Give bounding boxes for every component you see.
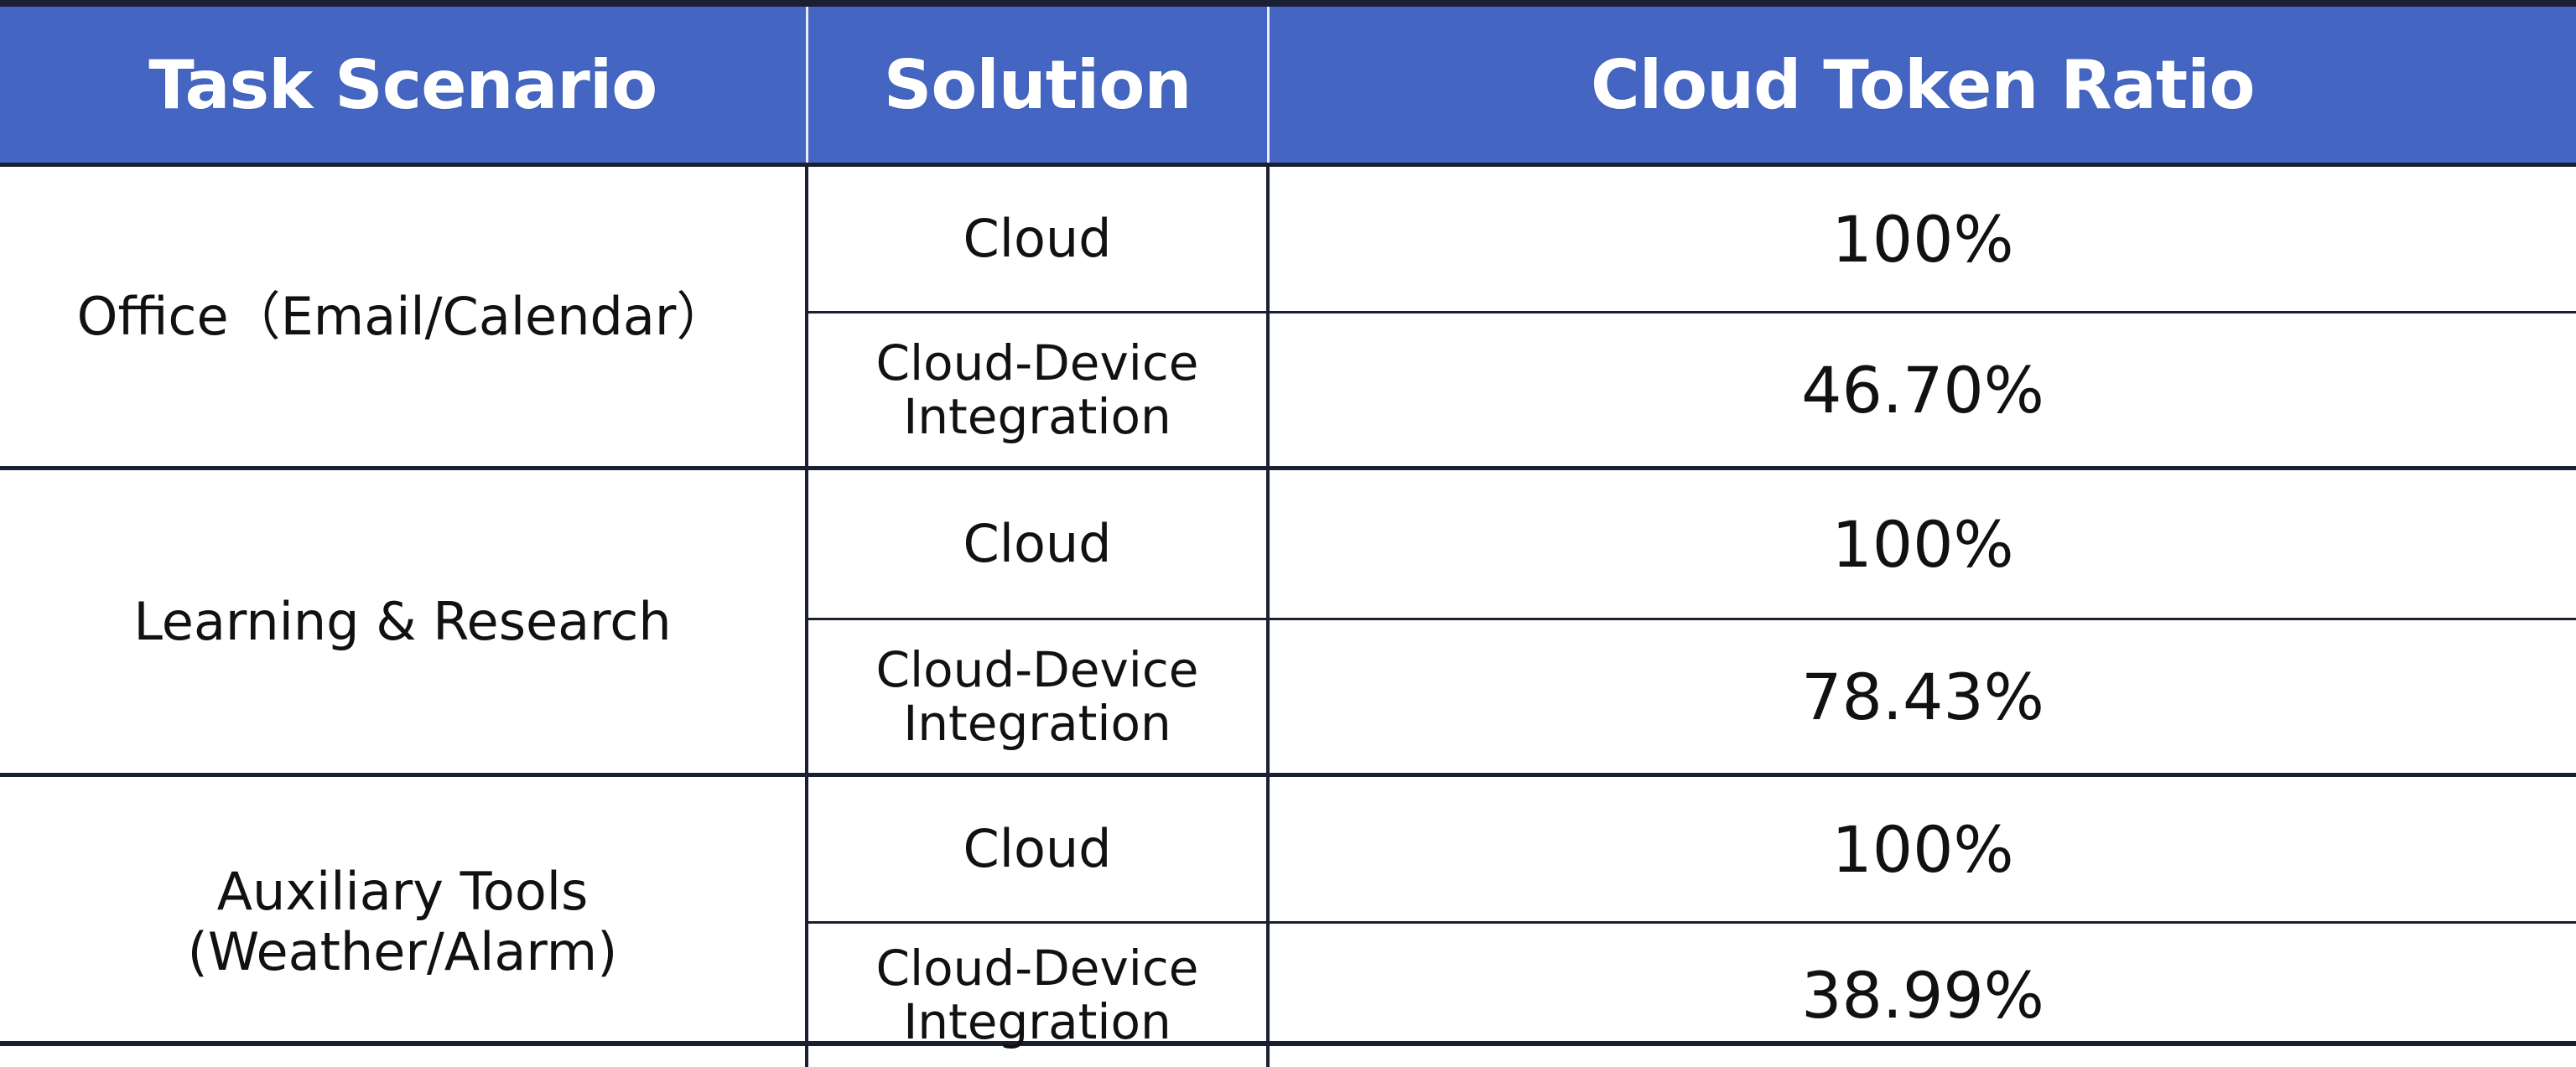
cell-cloud-token-ratio: 100% (1266, 164, 2576, 313)
solution-text: Cloud (963, 818, 1112, 879)
table-row: Office（Email/Calendar） Cloud 100% (0, 164, 2576, 470)
scenario-text: Learning & Research (133, 590, 672, 652)
solution-text: Integration (903, 993, 1171, 1051)
solution-text: Integration (903, 388, 1171, 445)
cell-cloud-token-ratio: 78.43% (1266, 619, 2576, 777)
scenario-text: Auxiliary Tools (216, 860, 589, 922)
data-table: Task Scenario Solution Cloud Token Ratio… (0, 7, 2576, 1067)
cell-task-scenario: Office（Email/Calendar） (0, 164, 807, 470)
table-row: Auxiliary Tools(Weather/Alarm) Cloud 100% (0, 774, 2576, 982)
cell-cloud-token-ratio: 46.70% (1266, 312, 2576, 470)
cell-cloud-token-ratio: 38.99% (1266, 922, 2576, 1067)
header-row: Task Scenario Solution Cloud Token Ratio (0, 7, 2576, 167)
column-header-cloud-token-ratio: Cloud Token Ratio (1266, 7, 2576, 167)
cell-cloud-token-ratio: 100% (1266, 774, 2576, 924)
solution-text: Cloud-Device (875, 940, 1199, 997)
solution-text: Cloud-Device (875, 334, 1199, 391)
column-header-task-scenario: Task Scenario (0, 7, 807, 167)
solution-text: Cloud-Device (875, 641, 1199, 698)
scenario-text: Office（Email/Calendar） (76, 285, 729, 347)
cell-cloud-token-ratio: 100% (1266, 468, 2576, 620)
solution-text: Cloud (963, 208, 1112, 269)
scenario-text: (Weather/Alarm) (187, 920, 618, 982)
solution-text: Integration (903, 695, 1171, 752)
cell-task-scenario: Learning & Research (0, 468, 807, 777)
solution-text: Cloud (963, 513, 1112, 574)
cell-solution: Cloud (805, 164, 1268, 313)
column-header-solution: Solution (805, 7, 1268, 167)
cell-task-scenario: Auxiliary Tools(Weather/Alarm) (0, 775, 807, 1067)
table-row: Learning & Research Cloud 100% (0, 468, 2576, 777)
cell-solution: Cloud (805, 468, 1268, 620)
cell-solution: Cloud (805, 774, 1268, 924)
